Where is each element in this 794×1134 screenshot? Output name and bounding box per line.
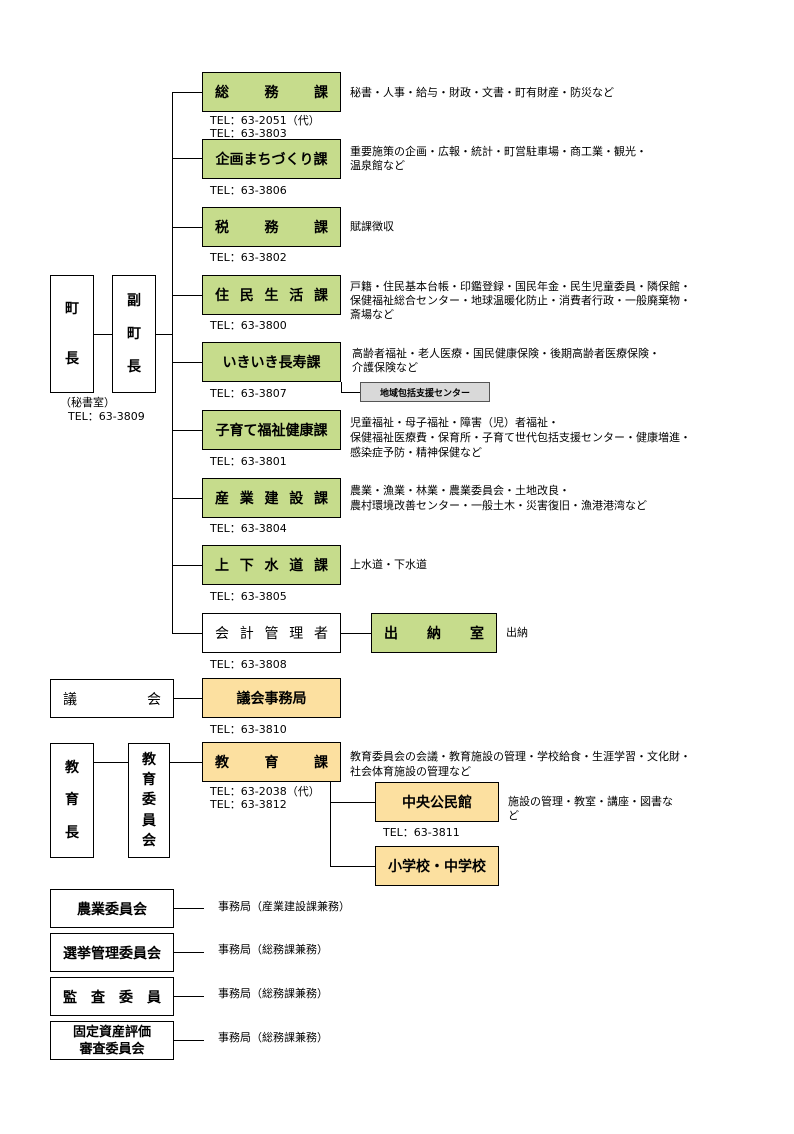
assembly-tel: TEL：63-3810 bbox=[210, 723, 287, 736]
dept-duties: 介護保険など bbox=[352, 361, 418, 374]
dept-duties: 賦課徴収 bbox=[350, 220, 394, 233]
board-char: 育 bbox=[142, 772, 156, 789]
dept-duties: 重要施策の企画・広報・統計・町営駐車場・商工業・観光・ bbox=[350, 145, 647, 158]
dept-duties: 保健福祉医療費・保育所・子育て世代包括支援センター・健康増進・ bbox=[350, 431, 691, 444]
dept-tel: TEL：63-3806 bbox=[210, 184, 287, 197]
sub-center-box: 地域包括支援センター bbox=[360, 382, 490, 402]
hall-duties: 施設の管理・教室・講座・図書な bbox=[508, 795, 673, 808]
assembly-office: 議会事務局 bbox=[202, 678, 341, 718]
board-char: 員 bbox=[142, 812, 156, 829]
dept-sangyo: 産業建設課 bbox=[202, 478, 341, 518]
dept-name: 会計管理者 bbox=[215, 626, 328, 642]
education-duties: 教育委員会の会議・教育施設の管理・学校給食・生涯学習・文化財・ bbox=[350, 750, 691, 763]
dept-tel: TEL：63-3804 bbox=[210, 522, 287, 535]
central-community-hall: 中央公民館 bbox=[375, 782, 499, 822]
education-tel: TEL：63-3812 bbox=[210, 798, 287, 811]
education-duties: 社会体育施設の管理など bbox=[350, 765, 471, 778]
dept-duties: 斎場など bbox=[350, 308, 394, 321]
assembly-office-name: 議会事務局 bbox=[236, 691, 307, 707]
dept-suido: 上下水道課 bbox=[202, 545, 341, 585]
schools-box: 小学校・中学校 bbox=[375, 846, 499, 886]
committee-office: 事務局（総務課兼務） bbox=[218, 987, 328, 1000]
dept-kikaku: 企画まちづくり課 bbox=[202, 139, 341, 179]
assembly-name: 議 会 bbox=[63, 691, 161, 708]
committee-office: 事務局（総務課兼務） bbox=[218, 943, 328, 956]
superintendent-char: 教 bbox=[65, 760, 79, 777]
committee-name: 固定資産評価 bbox=[72, 1024, 151, 1040]
committee-name: 審査委員会 bbox=[79, 1041, 145, 1057]
mayor-office: （秘書室） bbox=[60, 396, 115, 409]
dept-name: いきいき長寿課 bbox=[222, 355, 321, 371]
committee-name: 監 査 委 員 bbox=[63, 989, 161, 1006]
dept-kosodate: 子育て福祉健康課 bbox=[202, 410, 341, 450]
committee-office: 事務局（総務課兼務） bbox=[218, 1031, 328, 1044]
dept-tel: TEL：63-3803 bbox=[210, 127, 287, 140]
dept-kaikei: 会計管理者 bbox=[202, 613, 341, 653]
dept-duties: 温泉館など bbox=[350, 159, 405, 172]
treasury-name: 出 納 室 bbox=[384, 626, 484, 642]
dept-tel: TEL：63-2051（代） bbox=[210, 114, 320, 127]
committee-fixed-asset: 固定資産評価 審査委員会 bbox=[50, 1021, 174, 1060]
dept-tel: TEL：63-3800 bbox=[210, 319, 287, 332]
deputy-char: 長 bbox=[127, 359, 141, 376]
dept-name: 企画まちづくり課 bbox=[215, 152, 328, 168]
dept-duties: 保健福祉総合センター・地球温暖化防止・消費者行政・一般廃棄物・ bbox=[350, 294, 691, 307]
dept-name: 総 務 課 bbox=[215, 85, 328, 101]
dept-jumin: 住民生活課 bbox=[202, 275, 341, 315]
dept-duties: 上水道・下水道 bbox=[350, 558, 427, 571]
board-char: 教 bbox=[142, 752, 156, 769]
schools-name: 小学校・中学校 bbox=[388, 859, 486, 875]
dept-name: 子育て福祉健康課 bbox=[215, 423, 328, 439]
dept-duties: 戸籍・住民基本台帳・印鑑登録・国民年金・民生児童委員・隣保館・ bbox=[350, 280, 691, 293]
mayor-char: 町 bbox=[65, 301, 79, 317]
dept-tel: TEL：63-3801 bbox=[210, 455, 287, 468]
board-char: 会 bbox=[142, 832, 156, 849]
education-section: 教 育 課 bbox=[202, 742, 341, 782]
committee-election: 選挙管理委員会 bbox=[50, 933, 174, 972]
committee-office: 事務局（産業建設課兼務） bbox=[218, 900, 350, 913]
education-tel: TEL：63-2038（代） bbox=[210, 785, 320, 798]
dept-name: 住民生活課 bbox=[215, 288, 328, 304]
dept-ikiiki: いきいき長寿課 bbox=[202, 342, 341, 382]
dept-tel: TEL：63-3802 bbox=[210, 251, 287, 264]
dept-name: 産業建設課 bbox=[215, 491, 328, 507]
dept-tel: TEL：63-3805 bbox=[210, 590, 287, 603]
mayor-tel: TEL：63-3809 bbox=[68, 410, 145, 423]
dept-duties: 感染症予防・精神保健など bbox=[350, 446, 482, 459]
deputy-char: 町 bbox=[127, 325, 141, 342]
deputy-mayor-box: 副 町 長 bbox=[112, 275, 156, 393]
dept-duties: 秘書・人事・給与・財政・文書・町有財産・防災など bbox=[350, 86, 614, 99]
committee-name: 農業委員会 bbox=[77, 901, 147, 918]
hall-tel: TEL：63-3811 bbox=[383, 826, 460, 839]
superintendent-char: 長 bbox=[65, 824, 79, 841]
superintendent-char: 育 bbox=[65, 792, 79, 809]
education-section-name: 教 育 課 bbox=[215, 755, 328, 771]
board-char: 委 bbox=[142, 792, 156, 809]
dept-duties: 高齢者福祉・老人医療・国民健康保険・後期高齢者医療保険・ bbox=[352, 347, 660, 360]
assembly-box: 議 会 bbox=[50, 679, 174, 718]
committee-name: 選挙管理委員会 bbox=[63, 945, 161, 962]
dept-duties: 農業・漁業・林業・農業委員会・土地改良・ bbox=[350, 484, 570, 497]
hall-name: 中央公民館 bbox=[402, 795, 472, 811]
dept-duties: 農村環境改善センター・一般土木・災害復旧・漁港港湾など bbox=[350, 499, 647, 512]
sub-center-name: 地域包括支援センター bbox=[379, 388, 470, 399]
dept-tel: TEL：63-3808 bbox=[210, 658, 287, 671]
treasury-office: 出 納 室 bbox=[371, 613, 497, 653]
dept-tel: TEL：63-3807 bbox=[210, 387, 287, 400]
dept-zeimu: 税 務 課 bbox=[202, 207, 341, 247]
dept-duties: 児童福祉・母子福祉・障害（児）者福祉・ bbox=[350, 416, 559, 429]
committee-agriculture: 農業委員会 bbox=[50, 889, 174, 928]
board-of-education-box: 教 育 委 員 会 bbox=[128, 743, 170, 858]
deputy-char: 副 bbox=[127, 292, 141, 309]
committee-audit: 監 査 委 員 bbox=[50, 977, 174, 1016]
dept-somu: 総 務 課 bbox=[202, 72, 341, 112]
mayor-char: 長 bbox=[65, 351, 79, 367]
dept-name: 税 務 課 bbox=[215, 220, 328, 236]
superintendent-box: 教 育 長 bbox=[50, 743, 94, 858]
hall-duties: ど bbox=[508, 809, 519, 822]
dept-name: 上下水道課 bbox=[215, 558, 328, 574]
mayor-box: 町 長 bbox=[50, 275, 94, 393]
treasury-duties: 出納 bbox=[506, 626, 528, 639]
